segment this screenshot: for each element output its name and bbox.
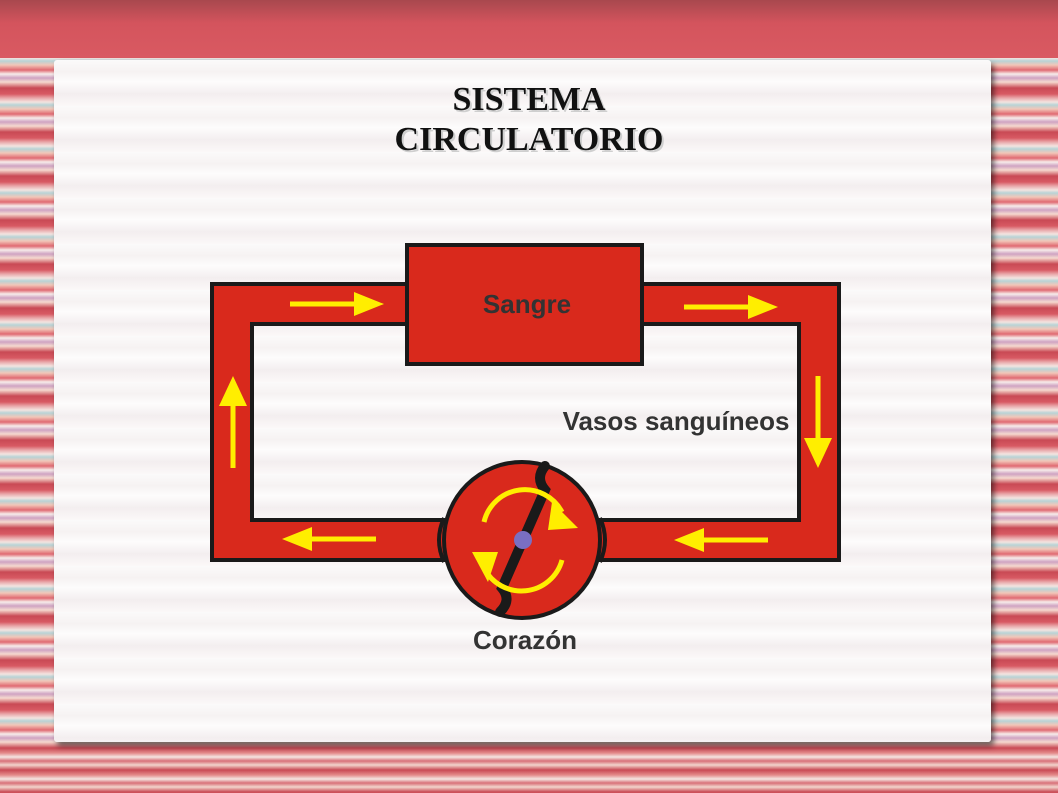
flow-arrow-right-head	[804, 438, 832, 468]
heart-rotation-arrowhead-top	[548, 502, 578, 530]
heart-rotation-arrowhead-bottom	[472, 552, 498, 582]
flow-arrow-bottom-left-head	[282, 527, 312, 551]
label-blood: Sangre	[483, 289, 571, 319]
heart-notch-right	[598, 517, 607, 563]
heart	[437, 460, 607, 620]
heart-notch-left	[437, 517, 446, 563]
flow-arrow-left-head	[219, 376, 247, 406]
blood-chamber-join	[409, 286, 640, 322]
flow-arrows	[219, 292, 832, 552]
flow-arrow-top-right-head	[748, 295, 778, 319]
heart-rotation-arc-bottom	[481, 559, 565, 594]
label-blood-vessels: Vasos sanguíneos	[563, 406, 790, 436]
heart-rotation-arc-top	[481, 487, 565, 523]
heart-valve-center	[514, 531, 532, 549]
background-bottom-band	[0, 748, 1058, 793]
title-line-2: CIRCULATORIO	[394, 121, 664, 158]
label-heart: Corazón	[473, 625, 577, 655]
background-top-band	[0, 0, 1058, 58]
slide-title: SISTEMA CIRCULATORIO	[0, 80, 1058, 160]
title-line-1: SISTEMA	[452, 81, 606, 118]
flow-arrow-top-left-head	[354, 292, 384, 316]
flow-arrow-bottom-right-head	[674, 528, 704, 552]
